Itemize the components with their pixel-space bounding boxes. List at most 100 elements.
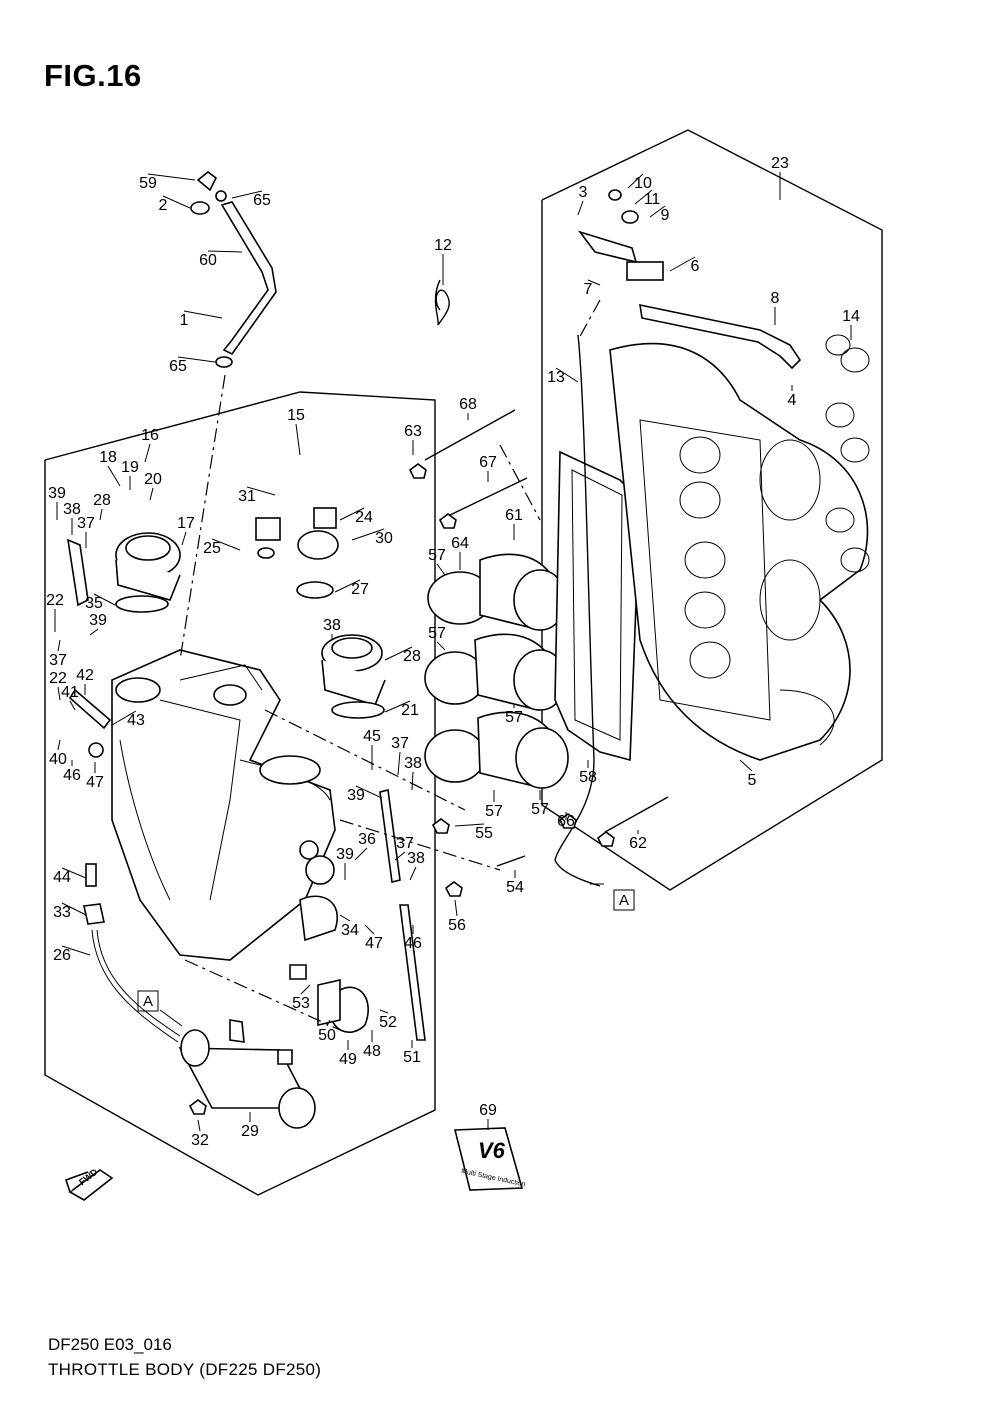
assembly-lines	[179, 299, 601, 1031]
callout-35: 35	[85, 593, 116, 612]
callout-number: 44	[53, 869, 71, 886]
callout-leader	[397, 751, 401, 776]
callout-14: 14	[842, 308, 860, 340]
callout-leader	[354, 847, 368, 861]
callout-number: 47	[86, 774, 104, 791]
callout-leader	[181, 531, 187, 546]
callout-63: 63	[404, 423, 422, 455]
callout-52: 52	[379, 1009, 397, 1031]
callout-55: 55	[454, 823, 493, 842]
callout-64: 64	[451, 535, 469, 570]
callout-16: 16	[141, 427, 159, 463]
callout-15: 15	[287, 407, 305, 456]
callout-leader	[454, 823, 485, 827]
callout-number: 37	[391, 735, 409, 752]
callout-number: 23	[771, 155, 789, 172]
callout-number: 65	[253, 192, 271, 209]
callout-number: 42	[76, 667, 94, 684]
callout-6: 6	[669, 256, 700, 275]
callout-leader	[627, 173, 644, 189]
callout-50: 50	[318, 1019, 336, 1044]
callout-45: 45	[363, 728, 381, 770]
callout-number: 38	[404, 755, 422, 772]
callout-60: 60	[199, 250, 243, 269]
callout-25: 25	[203, 538, 241, 557]
callout-number: 53	[292, 995, 310, 1012]
callout-22: 22	[49, 670, 67, 701]
callout-8: 8	[771, 290, 780, 325]
callout-number: 38	[323, 617, 341, 634]
callout-number: 57	[531, 801, 549, 818]
callout-number: 32	[191, 1132, 209, 1149]
intake-silencer-part	[111, 649, 336, 961]
callout-32: 32	[191, 1119, 209, 1149]
callout-56: 56	[448, 899, 466, 934]
fwd-arrow-icon	[64, 1169, 114, 1201]
callout-leader	[436, 641, 446, 651]
right-group-boundary	[541, 129, 883, 891]
intake-manifold-part	[609, 342, 869, 761]
callout-number: 46	[63, 767, 81, 784]
callout-number: 66	[557, 813, 575, 830]
callout-number: 41	[61, 684, 79, 701]
callout-number: 49	[339, 1051, 357, 1068]
callout-leader	[107, 465, 121, 487]
callout-number: 37	[396, 835, 414, 852]
callout-38: 38	[407, 850, 425, 881]
callout-number: 35	[85, 595, 103, 612]
callout-number: 18	[99, 449, 117, 466]
callout-59: 59	[139, 173, 196, 192]
ref-mark-a-left: A	[143, 993, 154, 1010]
callout-number: 40	[49, 751, 67, 768]
callout-48: 48	[363, 1030, 381, 1060]
callout-number: 22	[46, 592, 64, 609]
callout-leader	[207, 250, 243, 253]
callout-number: 31	[238, 488, 256, 505]
callout-leader	[411, 771, 414, 791]
callout-leader	[577, 200, 584, 216]
callout-number: 57	[428, 625, 446, 642]
callout-leader	[197, 1119, 201, 1132]
callout-number: 64	[451, 535, 469, 552]
callout-leader	[57, 639, 61, 652]
ref-box-a-right	[613, 889, 635, 911]
callout-38: 38	[63, 501, 81, 535]
callout-66: 66	[557, 812, 575, 830]
callout-leader	[339, 507, 365, 521]
callout-leader	[99, 508, 103, 521]
callout-number: 57	[505, 709, 523, 726]
callout-47: 47	[86, 762, 104, 791]
callout-number: 37	[77, 515, 95, 532]
emblem-logo: V6	[478, 1138, 505, 1163]
callout-61: 61	[505, 507, 523, 540]
callout-leader	[162, 195, 191, 209]
callout-number: 38	[63, 501, 81, 518]
callout-38: 38	[404, 755, 422, 791]
callout-number: 16	[141, 427, 159, 444]
callout-number: 25	[203, 540, 221, 557]
callout-number: 33	[53, 904, 71, 921]
callout-number: 28	[93, 492, 111, 509]
callout-leader	[379, 1009, 389, 1014]
callout-number: 58	[579, 769, 597, 786]
throttle-body-left-part	[115, 532, 181, 613]
callout-40: 40	[49, 739, 67, 768]
callout-number: 10	[634, 175, 652, 192]
callout-number: 13	[547, 369, 565, 386]
bellmouth-parts	[424, 553, 569, 789]
callout-number: 14	[842, 308, 860, 325]
callout-number: 7	[584, 281, 593, 298]
callout-5: 5	[739, 759, 757, 789]
callout-number: 51	[403, 1049, 421, 1066]
callout-number: 39	[48, 485, 66, 502]
callout-number: 17	[177, 515, 195, 532]
left-group-boundary	[44, 391, 436, 1196]
callout-leader	[61, 902, 87, 916]
callout-28: 28	[384, 646, 421, 665]
sensor-bracket-part	[577, 189, 802, 370]
callout-62: 62	[629, 830, 647, 852]
callout-number: 27	[351, 581, 369, 598]
callout-number: 57	[485, 803, 503, 820]
callout-57: 57	[505, 705, 523, 726]
